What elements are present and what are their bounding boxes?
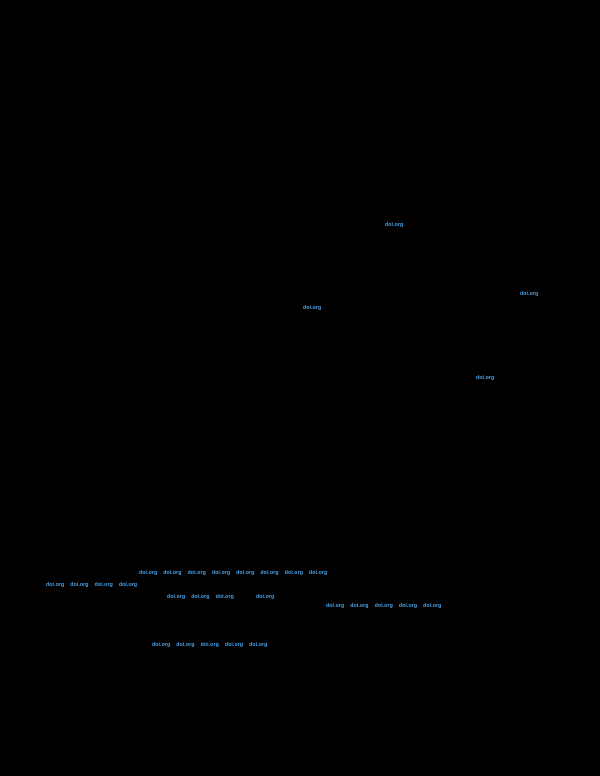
reference-link-row: doi.org doi.org doi.org doi.org — [46, 573, 143, 591]
hyperlink[interactable]: doi.org — [215, 594, 234, 600]
hyperlink[interactable]: doi.org — [303, 305, 322, 311]
hyperlink[interactable]: doi.org — [260, 570, 279, 576]
hyperlink[interactable]: doi.org — [350, 603, 369, 609]
hyperlink[interactable]: doi.org — [256, 594, 275, 600]
hyperlink[interactable]: doi.org — [139, 570, 158, 576]
hyperlink[interactable]: doi.org — [249, 642, 268, 648]
hyperlink[interactable]: doi.org — [70, 582, 89, 588]
reference-link-row: doi.org doi.org doi.org — [167, 585, 240, 603]
hyperlink[interactable]: doi.org — [191, 594, 210, 600]
reference-link-row: doi.org doi.org doi.org doi.org doi.org — [326, 594, 447, 612]
hyperlink[interactable]: doi.org — [326, 603, 345, 609]
hyperlink[interactable]: doi.org — [187, 570, 206, 576]
hyperlink[interactable]: doi.org — [211, 570, 231, 576]
hyperlink[interactable]: doi.org — [308, 570, 328, 576]
hyperlink[interactable]: doi.org — [176, 642, 195, 648]
hyperlink[interactable]: doi.org — [152, 642, 171, 648]
hyperlink[interactable]: doi.org — [200, 642, 219, 648]
hyperlink[interactable]: doi.org — [284, 570, 303, 576]
hyperlink[interactable]: doi.org — [236, 570, 255, 576]
hyperlink[interactable]: doi.org — [374, 603, 393, 609]
hyperlink[interactable]: doi.org — [118, 582, 138, 588]
hyperlink[interactable]: doi.org — [167, 594, 186, 600]
hyperlink[interactable]: doi.org — [476, 375, 495, 381]
hyperlink[interactable]: doi.org — [398, 603, 418, 609]
hyperlink[interactable]: doi.org — [423, 603, 442, 609]
hyperlink[interactable]: doi.org — [46, 582, 65, 588]
hyperlink[interactable]: doi.org — [94, 582, 113, 588]
hyperlink[interactable]: doi.org — [163, 570, 182, 576]
reference-link-row: doi.org doi.org doi.org doi.org doi.org — [152, 633, 273, 651]
hyperlink[interactable]: doi.org — [385, 222, 404, 228]
reference-link-row: doi.org — [256, 585, 280, 603]
hyperlink[interactable]: doi.org — [224, 642, 244, 648]
reference-link-row: doi.org doi.org doi.org doi.org doi.org doi.o… — [139, 561, 333, 579]
hyperlink[interactable]: doi.org — [520, 291, 539, 297]
